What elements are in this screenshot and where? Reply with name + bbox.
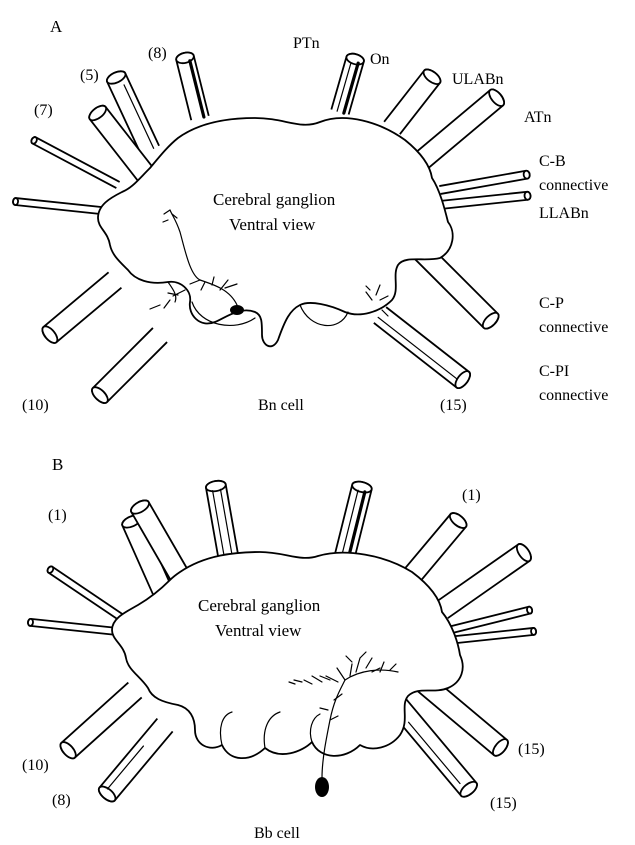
nerve-upper-right-b [436,542,533,619]
center-title-a-1: Cerebral ganglion [213,190,336,209]
label-atn: ATn [524,109,552,126]
center-title-b-1: Cerebral ganglion [198,596,321,615]
label-nerve-15-lower-b: (15) [490,795,517,812]
label-nerve-10-b: (10) [22,757,49,774]
label-on: On [370,51,390,68]
nerve-10-b [58,683,142,761]
panel-b: B (1) (1) (10) (8) (15) (15) Cerebral ga… [22,455,545,842]
nerve-thin-upper-left-b [46,565,127,623]
nerve-ulabn-a [384,67,443,134]
label-nerve-15-upper-b: (15) [518,741,545,758]
nerve-ptn-on-a [331,52,365,115]
panel-letter-b: B [52,455,63,474]
label-nerve-1-right-b: (1) [462,487,481,504]
nerve-15-a [374,307,473,390]
label-cb-2: connective [539,177,608,194]
label-cpi-2: connective [539,387,608,404]
label-ulabn: ULABn [452,71,504,88]
nerve-upper-center-left-b [205,479,238,556]
nerve-llabn-a [440,192,531,209]
panel-a: A (8) (5) (7) PTn On ULABn ATn C-B conne… [13,17,609,414]
nerve-10-a [89,328,167,406]
nerve-upper-center-right-b [335,480,373,558]
nerve-8-a [175,51,209,120]
label-ptn: PTn [293,35,320,52]
center-title-a-2: Ventral view [229,215,316,234]
nerve-lower-left-a [40,272,122,345]
nerve-thin-upper-left-a [30,136,119,188]
label-nerve-1-left-b: (1) [48,507,67,524]
label-nerve-8-a: (8) [148,45,167,62]
label-llabn: LLABn [539,205,589,222]
panel-letter-a: A [50,17,63,36]
label-cb-1: C-B [539,153,566,170]
nerve-cb-a [439,170,530,194]
label-cp-1: C-P [539,295,564,312]
label-nerve-15-a: (15) [440,397,467,414]
label-cpi-1: C-PI [539,363,569,380]
cell-label-b: Bb cell [254,825,300,842]
cell-label-a: Bn cell [258,397,304,414]
label-cp-2: connective [539,319,608,336]
center-title-b-2: Ventral view [215,621,302,640]
label-nerve-7-a: (7) [34,102,53,119]
nerve-8-b [96,719,172,805]
label-nerve-10-a: (10) [22,397,49,414]
nerve-thin-mid-left-b [28,619,123,636]
label-nerve-8-b: (8) [52,792,71,809]
label-nerve-5-a: (5) [80,67,99,84]
